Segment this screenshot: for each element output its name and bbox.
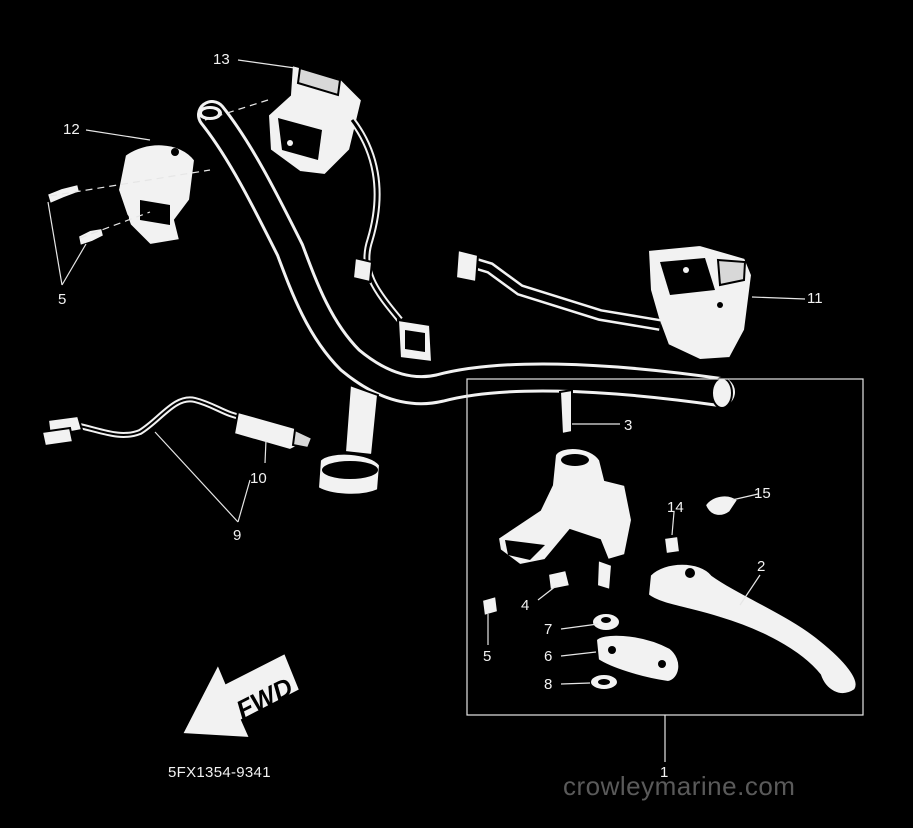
push-switch [232, 410, 314, 452]
spring-clip [703, 494, 740, 517]
callout-10: 10 [250, 470, 267, 487]
washer-bottom [589, 673, 619, 691]
callout-8: 8 [544, 676, 552, 693]
callout-6: 6 [544, 648, 552, 665]
switch-cover-left [116, 143, 197, 247]
callout-11: 11 [807, 290, 823, 307]
steering-post [316, 383, 382, 496]
callout-15: 15 [754, 485, 771, 502]
callout-3: 3 [624, 417, 632, 434]
callout-labels: 13 12 5 11 3 14 15 2 10 9 4 7 5 6 8 1 [58, 51, 823, 781]
right-switch-wire [454, 248, 661, 331]
callout-12: 12 [63, 121, 80, 138]
callout-4: 4 [521, 597, 529, 614]
callout-1: 1 [660, 764, 668, 781]
plate [594, 633, 681, 684]
pin [662, 534, 682, 556]
watermark: crowleymarine.com [563, 771, 795, 801]
callout-9: 9 [233, 527, 241, 544]
diagram-code: 5FX1354-9341 [168, 764, 271, 781]
callout-5-left: 5 [58, 291, 66, 308]
leader-lines [47, 59, 806, 762]
callout-2: 2 [757, 558, 765, 575]
switch-housing-top [266, 63, 364, 177]
lever-bracket [496, 447, 634, 592]
callout-13: 13 [213, 51, 230, 68]
callout-7: 7 [544, 621, 552, 638]
fwd-arrow: FWD [180, 651, 302, 740]
switch-wire-harness [349, 117, 434, 364]
lever [646, 562, 858, 695]
callout-5-bracket: 5 [483, 648, 491, 665]
screw-pair [45, 182, 106, 248]
collar [546, 568, 572, 592]
washer-top [591, 612, 621, 632]
handlebar [197, 100, 735, 409]
bolt-long [558, 388, 573, 436]
switch-housing-right [646, 243, 754, 362]
small-screw [480, 594, 500, 618]
callout-14: 14 [667, 499, 684, 516]
wire-lead [40, 396, 246, 448]
